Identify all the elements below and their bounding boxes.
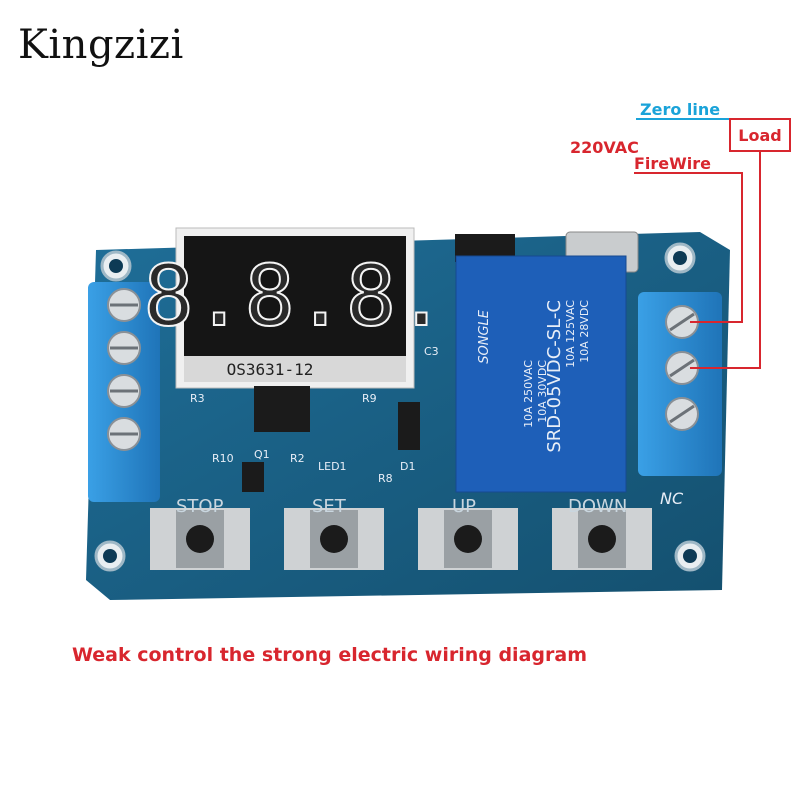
display-code: OS3631-12 <box>227 360 314 379</box>
right-terminal-block <box>638 292 722 476</box>
svg-text:STOP: STOP <box>176 496 224 517</box>
seven-segment-display: 8.8.8. OS3631-12 <box>142 227 448 389</box>
button-down: DOWN <box>552 496 652 570</box>
transistor-q1 <box>242 462 264 492</box>
svg-text:UP: UP <box>452 496 476 517</box>
label-r9: R9 <box>362 392 377 405</box>
relay-rating-4: 10A 30VDC <box>536 360 549 423</box>
button-up: UP <box>418 496 518 570</box>
label-r2: R2 <box>290 452 305 465</box>
label-d1: D1 <box>400 460 415 473</box>
label-led1: LED1 <box>318 460 347 473</box>
diode-d1 <box>398 402 420 450</box>
caption: Weak control the strong electric wiring … <box>72 644 587 666</box>
zero-line-label: Zero line <box>640 100 721 119</box>
relay-model: SRD-05VDC-SL-C <box>544 300 565 453</box>
display-digits: 8.8.8. <box>143 247 446 345</box>
label-r3: R3 <box>190 392 205 405</box>
brand-logo: Kingzizi <box>18 22 184 68</box>
label-r10: R10 <box>212 452 234 465</box>
terminal-nc-label: NC <box>660 489 684 508</box>
relay-rating-1: 10A 125VAC <box>564 300 577 368</box>
load-box: Load <box>729 118 791 152</box>
left-terminal-block <box>88 282 160 502</box>
relay-rating-3: 10A 250VAC <box>522 360 535 428</box>
voltage-label: 220VAC <box>570 138 639 157</box>
svg-text:DOWN: DOWN <box>568 496 627 517</box>
optocoupler <box>254 386 310 432</box>
firewire-label: FireWire <box>634 154 712 173</box>
svg-text:SET: SET <box>312 496 347 517</box>
label-r8: R8 <box>378 472 393 485</box>
button-set: SET <box>284 496 384 570</box>
relay: SRD-05VDC-SL-C SONGLE 10A 125VAC 10A 28V… <box>455 255 627 493</box>
relay-rating-2: 10A 28VDC <box>578 300 591 363</box>
relay-brand: SONGLE <box>477 309 492 364</box>
push-buttons: STOP SET UP DOWN <box>150 496 652 570</box>
button-stop: STOP <box>150 496 250 570</box>
label-q1: Q1 <box>254 448 270 461</box>
label-c3: C3 <box>424 345 439 358</box>
